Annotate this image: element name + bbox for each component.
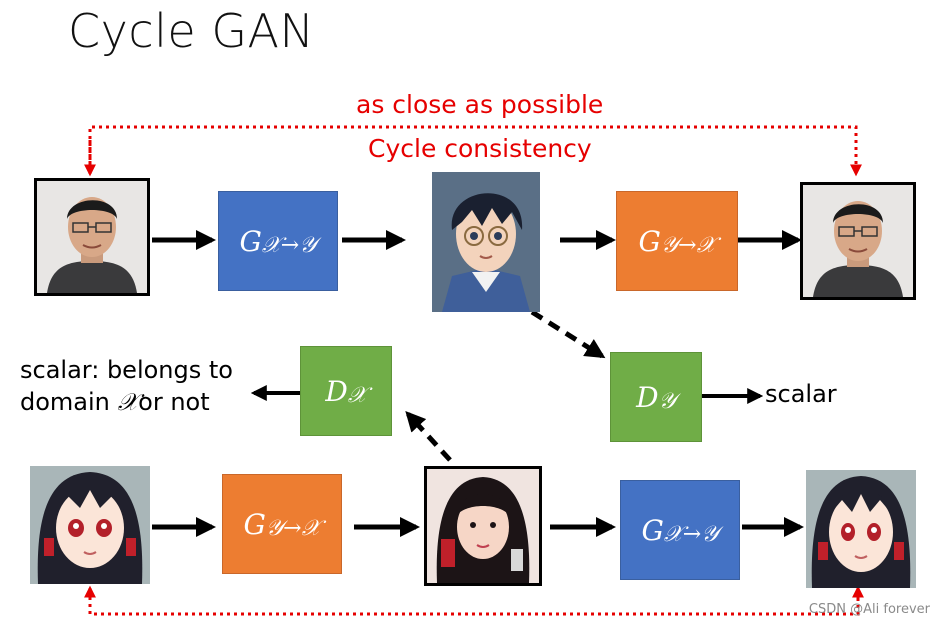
bottom-cycle-line: [88, 590, 860, 616]
real-photo-input: [34, 178, 150, 296]
dashed-arrow-to-dx: [405, 411, 452, 462]
anime-girl-reconstructed: [806, 470, 916, 588]
dashed-arrow-to-dy: [530, 309, 606, 359]
girl-photo-icon: [427, 469, 539, 583]
watermark: CSDN @Ali forever: [808, 602, 930, 617]
scalar-right-label: scalar: [765, 380, 837, 408]
scalar-left-line2: domain 𝒳or not: [20, 388, 210, 416]
man-photo-icon: [37, 181, 147, 293]
cycle-consistency-label: Cycle consistency: [368, 134, 592, 163]
anime-generated-output: [432, 172, 540, 312]
real-girl-generated: [424, 466, 542, 586]
anime-girl-icon: [806, 470, 916, 588]
anime-girl-input: [30, 466, 150, 584]
page-title: Cycle GAN: [68, 4, 315, 58]
reconstructed-photo: [800, 182, 916, 300]
anime-boy-icon: [432, 172, 540, 312]
scalar-left-line1: scalar: belongs to: [20, 356, 233, 384]
man-photo-icon: [803, 185, 913, 297]
scalar-left-label: scalar: belongs to domain 𝒳or not: [20, 354, 260, 418]
close-label: as close as possible: [356, 90, 604, 119]
anime-girl-icon: [30, 466, 150, 584]
top-cycle-line: [88, 125, 862, 177]
